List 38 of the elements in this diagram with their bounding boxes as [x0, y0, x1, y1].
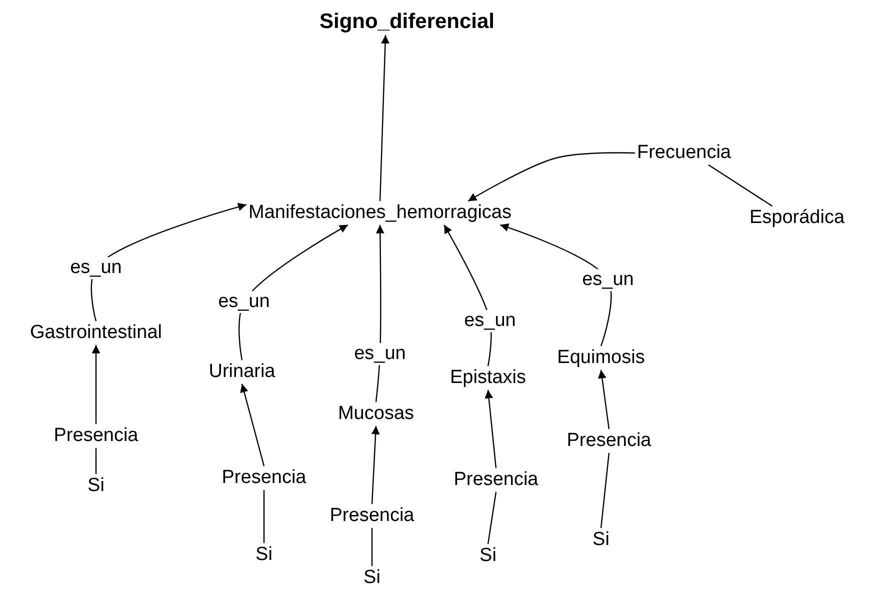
concept-label: Presencia: [452, 468, 540, 492]
concept-label: Presencia: [52, 424, 140, 448]
concept-label: Esporádica: [747, 206, 847, 230]
edge-label: es_un: [580, 269, 636, 291]
arrow: [375, 224, 384, 402]
concept-label: Equimosis: [555, 346, 647, 370]
concept-label: Presencia: [220, 466, 308, 490]
connector-line: [487, 492, 497, 544]
connector-line: [600, 452, 610, 528]
concept-label: Si: [86, 474, 106, 498]
connector-line: [708, 164, 773, 207]
concept-label: Presencia: [564, 429, 654, 453]
concept-label: Urinaria: [206, 360, 278, 384]
arrow: [484, 390, 497, 468]
connector-line: [95, 448, 97, 474]
concept-label: Si: [478, 544, 498, 568]
concept-label: Si: [590, 528, 612, 552]
arrow: [598, 370, 610, 430]
arrow: [379, 35, 390, 202]
connector-line: [371, 528, 373, 566]
arrow: [92, 344, 100, 424]
concept-label: Frecuencia: [635, 141, 733, 165]
concept-label: Epistaxis: [448, 366, 528, 390]
concept-label: Presencia: [328, 504, 416, 528]
concept-label: Gastrointestinal: [28, 321, 164, 345]
connector-line: [263, 490, 265, 544]
arrow: [240, 384, 265, 466]
edge-label: es_un: [462, 310, 518, 332]
edge-label: es_un: [216, 291, 272, 313]
concept-label: Si: [254, 543, 274, 567]
edge-label: es_un: [352, 343, 408, 365]
concept-label: Mucosas: [336, 402, 416, 426]
edge-label: es_un: [68, 257, 124, 279]
concept-label: Si: [362, 566, 382, 590]
arrow: [468, 152, 636, 202]
concept-label: Manifestaciones_hemorragicas: [246, 201, 514, 225]
arrow: [371, 426, 380, 504]
concept-label: Signo_diferencial: [317, 8, 497, 36]
